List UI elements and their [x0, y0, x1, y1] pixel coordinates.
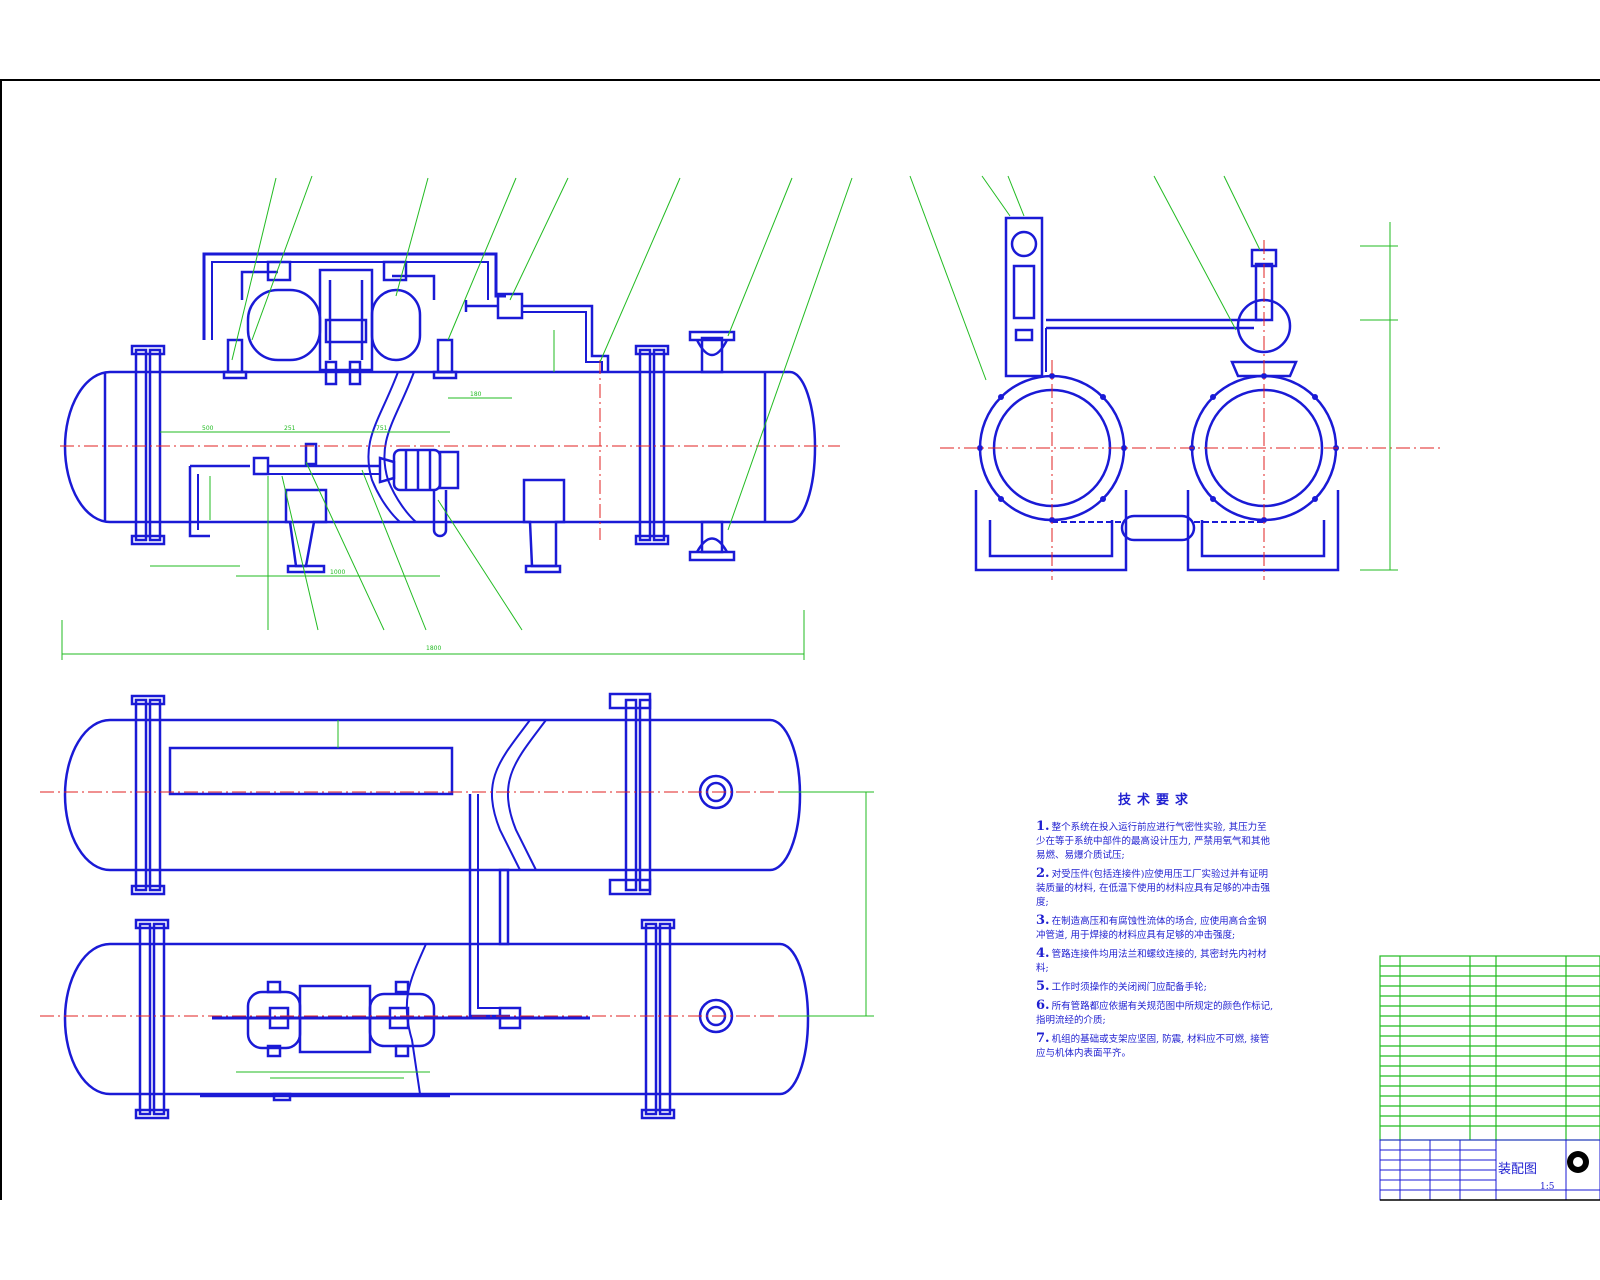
requirement-item: 4.管路连接件均用法兰和螺纹连接的, 其密封先内衬材料;: [1036, 946, 1267, 975]
company-logo: [1567, 1151, 1589, 1173]
requirement-item: 6.所有管路都应依据有关规范图中所规定的颜色作标记, 指明流经的介质;: [1036, 998, 1274, 1027]
side-view: [974, 216, 1340, 572]
drawing-name: 装配图: [1498, 1162, 1538, 1177]
front-view-dimensions: [61, 175, 853, 660]
requirement-item: 3.在制造高压和有腐蚀性流体的场合, 应使用高合金钢冲管道, 用于焊接的材料应具…: [1036, 913, 1267, 942]
svg-text:180: 180: [470, 391, 482, 398]
technical-requirements-title: 技术要求: [1117, 793, 1194, 808]
drawing-frame: [0, 79, 1600, 1200]
front-view-centerlines: [60, 360, 840, 540]
requirement-item: 1.整个系统在投入运行前应进行气密性实验, 其压力至少在等于系统中部件的最高设计…: [1036, 819, 1271, 862]
front-view-dim-text: 1800 180 1000 500 251 751: [202, 391, 482, 652]
top-view-centerlines: [40, 791, 860, 1017]
requirement-item: 7.机组的基础或支架应坚固, 防震, 材料应不可燃, 接管应与机体内表面平齐。: [1036, 1031, 1270, 1060]
requirement-item: 5.工作时须操作的关闭阀门应配备手轮;: [1036, 979, 1207, 994]
top-view-dimensions: [236, 720, 874, 1079]
side-view-dimensions: [909, 175, 1398, 571]
front-view: [63, 252, 817, 574]
parts-list: [1379, 955, 1600, 1141]
svg-text:500: 500: [202, 425, 214, 432]
technical-requirements: 技术要求 1.整个系统在投入运行前应进行气密性实验, 其压力至少在等于系统中部件…: [1036, 792, 1276, 1065]
svg-text:251: 251: [284, 425, 296, 432]
requirement-item: 2.对受压件(包括连接件)应使用压工厂实验过并有证明装质量的材料, 在低温下使用…: [1036, 866, 1271, 909]
drawing-scale: 1:5: [1540, 1182, 1555, 1192]
svg-text:1000: 1000: [330, 569, 345, 576]
side-view-centerlines: [940, 240, 1440, 580]
svg-text:1800: 1800: [426, 645, 441, 652]
title-block: [1379, 1139, 1600, 1201]
svg-text:751: 751: [376, 425, 388, 432]
top-view: [63, 692, 810, 1120]
